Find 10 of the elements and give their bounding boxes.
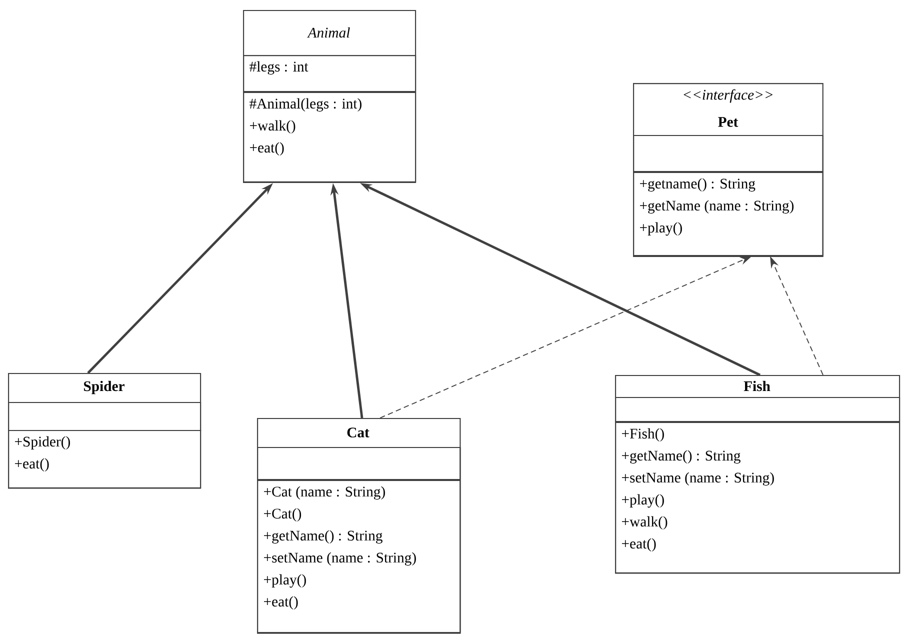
- member-compartment: +getname() : String +getName (name : String) +play(): [633, 172, 824, 258]
- member-compartment: +Fish() +getName() : String +setName (name : String) +play() +walk() +eat(): [615, 422, 900, 574]
- empty-compartment: [615, 397, 900, 422]
- empty-compartment: [633, 135, 824, 172]
- member-compartment: +Cat (name : String) +Cat() +getName() : String +setName (name : String) +play() +eat(): [257, 480, 461, 634]
- member-compartment: #Animal(legs : int) +walk() +eat(): [243, 92, 416, 182]
- member-compartment: #legs : int: [243, 55, 416, 92]
- empty-compartment: [257, 447, 461, 480]
- empty-compartment: [8, 402, 202, 432]
- member-compartment: +Spider() +eat(): [8, 430, 202, 488]
